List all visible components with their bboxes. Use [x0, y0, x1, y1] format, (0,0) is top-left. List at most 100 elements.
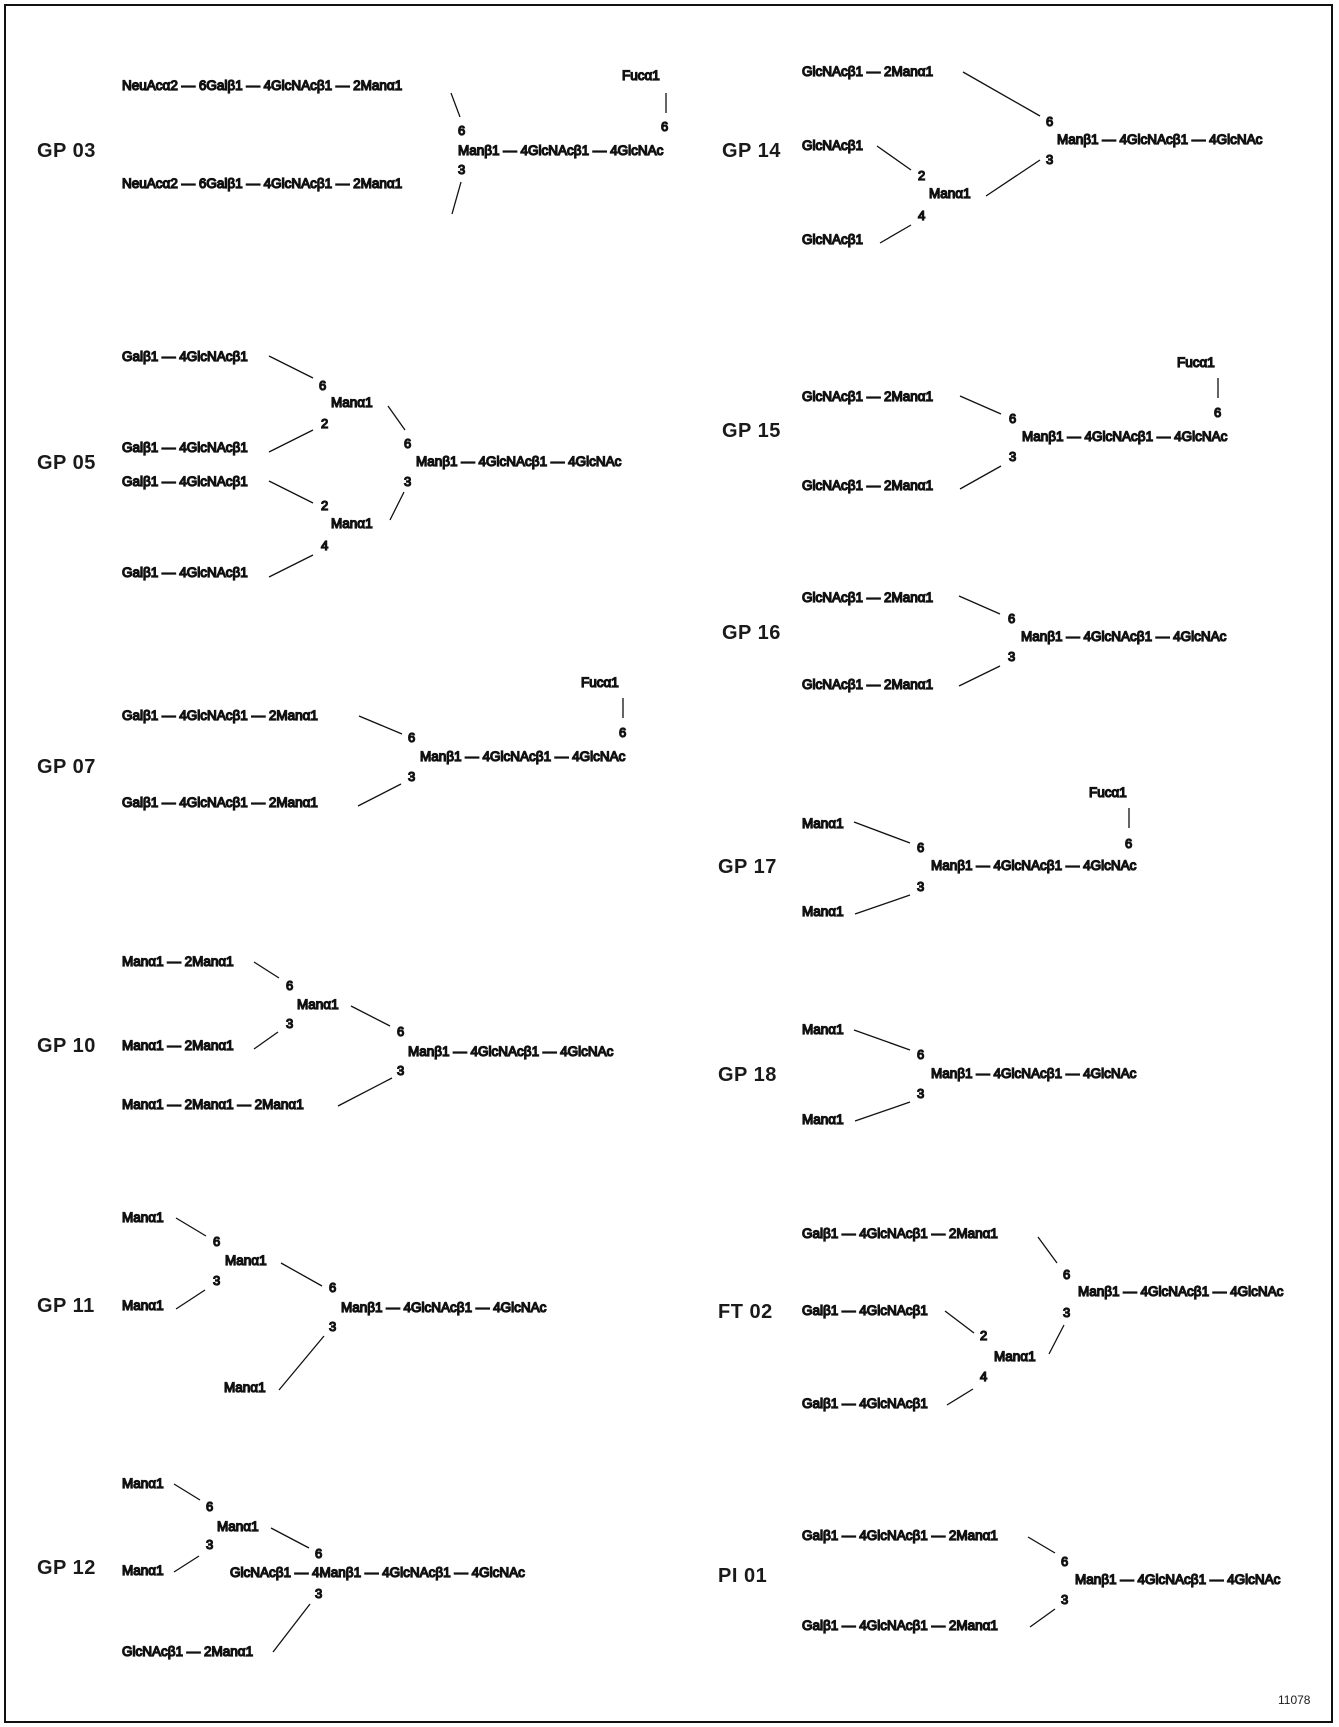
pi01-arm-lower: Galβ1 — 4GlcNAcβ1 — 2Manα1 — [802, 1618, 998, 1633]
gp17-bond-6 — [853, 821, 911, 844]
pi01-bond-3 — [1029, 1608, 1056, 1628]
gp10-bond-3 — [350, 1005, 391, 1027]
structure-gp15: GlcNAcβ1 — 2Manα1 GlcNAcβ1 — 2Manα1 Manβ… — [801, 354, 1228, 493]
gp14-link-2: 2 — [918, 168, 925, 183]
gp07-arm-upper: Galβ1 — 4GlcNAcβ1 — 2Manα1 — [122, 708, 318, 723]
gp05-arm-4: Galβ1 — 4GlcNAcβ1 — [122, 565, 248, 580]
gp16-link-3: 3 — [1008, 649, 1015, 664]
figure-frame — [4, 4, 1333, 1723]
gp16-bond-3 — [958, 665, 1001, 687]
gp18-bond-6 — [853, 1029, 911, 1051]
gp16-arm-lower: GlcNAcβ1 — 2Manα1 — [802, 677, 933, 692]
gp10-arm-1: Manα1 — 2Manα1 — [122, 954, 234, 969]
gp03-link-3: 3 — [458, 162, 465, 177]
gp05-link-6a: 6 — [319, 378, 326, 393]
gp05-arm-3: Galβ1 — 4GlcNAcβ1 — [122, 474, 248, 489]
label-gp10: GP 10 — [37, 1035, 96, 1057]
ft02-link-3: 3 — [1063, 1305, 1070, 1320]
gp11-link-6b: 6 — [329, 1280, 336, 1295]
ft02-bond-2 — [944, 1310, 975, 1334]
gp07-core: Manβ1 — 4GlcNAcβ1 — 4GlcNAc — [420, 749, 626, 764]
gp05-bond-2 — [268, 429, 314, 453]
ft02-arm-low: Galβ1 — 4GlcNAcβ1 — [802, 1396, 928, 1411]
gp07-fucose: Fucα1 — [581, 675, 619, 690]
gp03-link-6: 6 — [458, 123, 465, 138]
ft02-bond-4 — [946, 1388, 974, 1406]
gp14-bond-4 — [879, 224, 912, 244]
gp18-core: Manβ1 — 4GlcNAcβ1 — 4GlcNAc — [931, 1066, 1137, 1081]
structure-gp10: Manα1 — 2Manα1 Manα1 — 2Manα1 Manα1 — 2M… — [121, 953, 614, 1112]
structure-ft02: Galβ1 — 4GlcNAcβ1 — 2Manα1 Galβ1 — 4GlcN… — [801, 1225, 1284, 1411]
gp12-link-3a: 3 — [206, 1537, 213, 1552]
gp10-link-3b: 3 — [397, 1063, 404, 1078]
gp16-arm-upper: GlcNAcβ1 — 2Manα1 — [802, 590, 933, 605]
structure-gp07: Galβ1 — 4GlcNAcβ1 — 2Manα1 Galβ1 — 4GlcN… — [121, 674, 627, 810]
structure-gp18: Manα1 Manα1 Manβ1 — 4GlcNAcβ1 — 4GlcNAc … — [801, 1021, 1137, 1127]
gp03-arm-upper: NeuAcα2 — 6Galβ1 — 4GlcNAcβ1 — 2Manα1 — [122, 78, 402, 93]
pi01-arm-upper: Galβ1 — 4GlcNAcβ1 — 2Manα1 — [802, 1528, 998, 1543]
gp14-bond-3 — [985, 159, 1041, 197]
gp17-arm-upper: Manα1 — [802, 816, 844, 831]
gp11-bond-3 — [280, 1262, 323, 1287]
gp07-link-3: 3 — [408, 769, 415, 784]
gp05-arm-1: Galβ1 — 4GlcNAcβ1 — [122, 349, 248, 364]
gp12-bond-2 — [173, 1555, 200, 1573]
gp14-arm-low: GlcNAcβ1 — [802, 232, 863, 247]
gp07-arm-lower: Galβ1 — 4GlcNAcβ1 — 2Manα1 — [122, 795, 318, 810]
gp05-bond-6 — [389, 491, 405, 521]
structure-gp14: GlcNAcβ1 — 2Manα1 GlcNAcβ1 GlcNAcβ1 Manα… — [801, 63, 1263, 247]
gp10-core: Manβ1 — 4GlcNAcβ1 — 4GlcNAc — [408, 1044, 614, 1059]
gp10-link-3a: 3 — [286, 1016, 293, 1031]
gp05-man-upper: Manα1 — [331, 395, 373, 410]
gp15-link-3: 3 — [1009, 449, 1016, 464]
gp12-link-6b: 6 — [315, 1546, 322, 1561]
gp12-link-6a: 6 — [206, 1499, 213, 1514]
gp05-man-lower: Manα1 — [331, 516, 373, 531]
gp03-arm-lower: NeuAcα2 — 6Galβ1 — 4GlcNAcβ1 — 2Manα1 — [122, 176, 402, 191]
gp11-arm-2: Manα1 — [122, 1298, 164, 1313]
label-gp05: GP 05 — [37, 452, 96, 474]
ft02-link-2: 2 — [980, 1328, 987, 1343]
gp07-fuc-link: 6 — [619, 725, 626, 740]
gp12-arm-1: Manα1 — [122, 1476, 164, 1491]
gp17-fuc-link: 6 — [1125, 836, 1132, 851]
ft02-link-4: 4 — [980, 1369, 987, 1384]
gp18-link-6: 6 — [917, 1047, 924, 1062]
gp15-fuc-link: 6 — [1214, 405, 1221, 420]
gp17-core: Manβ1 — 4GlcNAcβ1 — 4GlcNAc — [931, 858, 1137, 873]
label-gp03: GP 03 — [37, 140, 96, 162]
gp07-bond-6 — [358, 715, 403, 735]
gp05-bond-4 — [268, 554, 314, 578]
gp14-link-6: 6 — [1046, 114, 1053, 129]
label-gp12: GP 12 — [37, 1557, 96, 1579]
gp07-bond-3 — [357, 783, 402, 807]
ft02-arm-upper: Galβ1 — 4GlcNAcβ1 — 2Manα1 — [802, 1226, 998, 1241]
gp10-link-6b: 6 — [397, 1024, 404, 1039]
gp10-link-6a: 6 — [286, 978, 293, 993]
gp12-link-3b: 3 — [315, 1586, 322, 1601]
structure-pi01: Galβ1 — 4GlcNAcβ1 — 2Manα1 Galβ1 — 4GlcN… — [801, 1527, 1281, 1633]
pi01-link-3: 3 — [1061, 1592, 1068, 1607]
label-gp17: GP 17 — [718, 856, 777, 878]
label-gp07: GP 07 — [37, 756, 96, 778]
gp05-core: Manβ1 — 4GlcNAcβ1 — 4GlcNAc — [416, 454, 622, 469]
pi01-bond-6 — [1027, 1536, 1056, 1554]
gp18-arm-upper: Manα1 — [802, 1022, 844, 1037]
gp15-core: Manβ1 — 4GlcNAcβ1 — 4GlcNAc — [1022, 429, 1228, 444]
gp05-link-3b: 3 — [404, 474, 411, 489]
gp11-bond-2 — [175, 1289, 206, 1310]
gp12-bond-4 — [272, 1603, 311, 1653]
gp14-man-lower: Manα1 — [929, 186, 971, 201]
structure-gp16: GlcNAcβ1 — 2Manα1 GlcNAcβ1 — 2Manα1 Manβ… — [801, 589, 1227, 692]
gp10-bond-1 — [253, 961, 280, 979]
gp12-arm-3: GlcNAcβ1 — 2Manα1 — [122, 1644, 253, 1659]
ft02-bond-6 — [1037, 1236, 1058, 1264]
gp12-bond-3 — [270, 1527, 310, 1549]
gp12-arm-2: Manα1 — [122, 1563, 164, 1578]
ft02-man-lower: Manα1 — [994, 1349, 1036, 1364]
gp11-man-mid: Manα1 — [225, 1253, 267, 1268]
gp15-bond-6 — [959, 395, 1002, 415]
gp14-arm-upper: GlcNAcβ1 — 2Manα1 — [802, 64, 933, 79]
pi01-link-6: 6 — [1061, 1554, 1068, 1569]
